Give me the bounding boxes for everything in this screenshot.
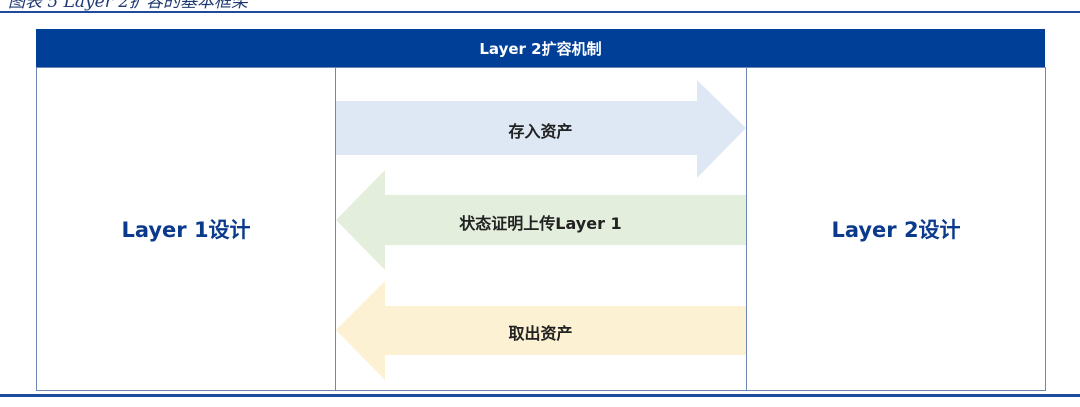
deposit-label: 存入资产 [508,122,573,141]
layer2-box: Layer 2设计 [746,67,1046,391]
state-proof-label: 状态证明上传Layer 1 [459,214,622,233]
bottom-rule [0,394,1080,397]
top-rule [0,11,1080,13]
layer1-box: Layer 1设计 [36,67,336,391]
withdraw-arrow [336,281,746,380]
withdraw-label: 取出资产 [508,324,573,343]
layer2-label: Layer 2设计 [831,218,961,242]
layer1-label: Layer 1设计 [121,218,251,242]
diagram-header: Layer 2扩容机制 [36,29,1045,67]
state-proof-arrow [336,170,746,270]
deposit-arrow [336,80,746,178]
figure-caption: 图表 5 Layer 2扩容的基本框架 [8,0,249,12]
